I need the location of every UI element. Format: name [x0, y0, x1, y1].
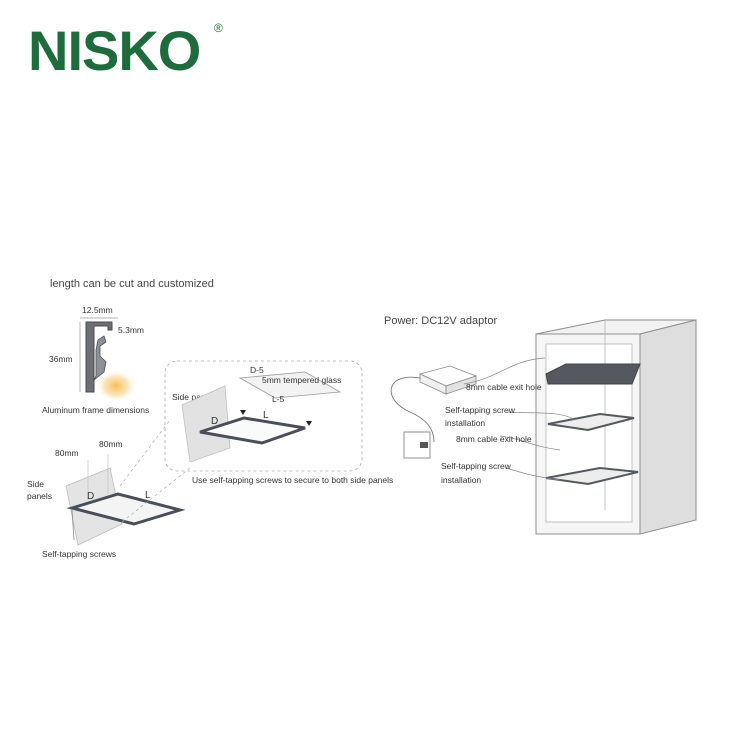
shelf-frame	[66, 492, 186, 526]
callout-screw-2-line2: installation	[441, 475, 481, 485]
side-panels-label-2: panels	[27, 491, 52, 501]
offset-label-2: 80mm	[55, 448, 79, 458]
shelf-top-solid	[545, 363, 641, 385]
leader-line-2	[507, 411, 576, 421]
brand-logo: NISKO ®	[28, 19, 228, 82]
aluminum-profile-diagram	[79, 317, 136, 402]
screw-pointer	[71, 509, 75, 541]
profile-body	[85, 321, 113, 393]
plug-icon	[420, 442, 428, 448]
profile-height-label: 36mm	[49, 354, 73, 364]
detail-callout-box	[164, 360, 363, 472]
detail-side-panel	[181, 385, 231, 463]
detail-frame	[199, 416, 306, 445]
power-adaptor-diagram	[390, 365, 478, 459]
callout-screw-1-line2: installation	[445, 418, 485, 428]
callout-screw-2-line1: Self-tapping screw	[441, 461, 512, 471]
callout-cable-hole-2: 8mm cable exit hole	[456, 434, 532, 444]
profile-caption: Aluminum frame dimensions	[42, 405, 149, 415]
frame-depth-label: D	[211, 416, 218, 427]
registered-mark: ®	[214, 21, 223, 35]
glass-length-label: L-5	[272, 394, 285, 404]
screws-label: Self-tapping screws	[42, 549, 116, 559]
detail-side-panels-label: Side panels	[172, 392, 216, 402]
length-label: L	[145, 490, 151, 501]
left-heading: length can be cut and customized	[50, 278, 214, 290]
profile-inner	[93, 335, 107, 381]
zoom-line-2	[121, 467, 191, 523]
shelf-glass-1	[547, 412, 635, 432]
callout-cable-hole-1: 8mm cable exit hole	[466, 382, 542, 392]
screw-marker-1	[240, 410, 246, 415]
leader-line-1	[463, 357, 546, 385]
profile-width-label: 12.5mm	[82, 305, 113, 315]
led-glow	[96, 370, 136, 402]
shelf-glass-2	[545, 466, 639, 486]
glass-label: 5mm tempered glass	[262, 375, 341, 385]
zoom-line-1	[119, 419, 171, 487]
logo-text: NISKO	[28, 20, 200, 74]
depth-label: D	[87, 491, 94, 502]
side-panels-label-1: Side	[27, 479, 44, 489]
leader-line-3	[499, 435, 561, 451]
offset-label-1: 80mm	[99, 439, 123, 449]
adaptor-cable	[390, 376, 435, 443]
leader-line-4	[505, 467, 561, 481]
profile-lip-label: 5.3mm	[118, 325, 144, 335]
power-heading: Power: DC12V adaptor	[384, 315, 497, 327]
adaptor-box-side	[445, 375, 477, 395]
tempered-glass	[238, 371, 342, 399]
glass-depth-label: D-5	[250, 365, 264, 375]
frame-length-label: L	[263, 410, 269, 421]
shelf-assembly-diagram	[65, 454, 186, 546]
cabinet-diagram	[535, 319, 697, 535]
detail-caption: Use self-tapping screws to secure to bot…	[192, 475, 393, 485]
cabinet-side	[639, 319, 697, 535]
nisko-logo-graphic: NISKO ®	[28, 19, 223, 82]
screw-marker-2	[306, 421, 312, 426]
callout-screw-1-line1: Self-tapping screw	[445, 405, 516, 415]
